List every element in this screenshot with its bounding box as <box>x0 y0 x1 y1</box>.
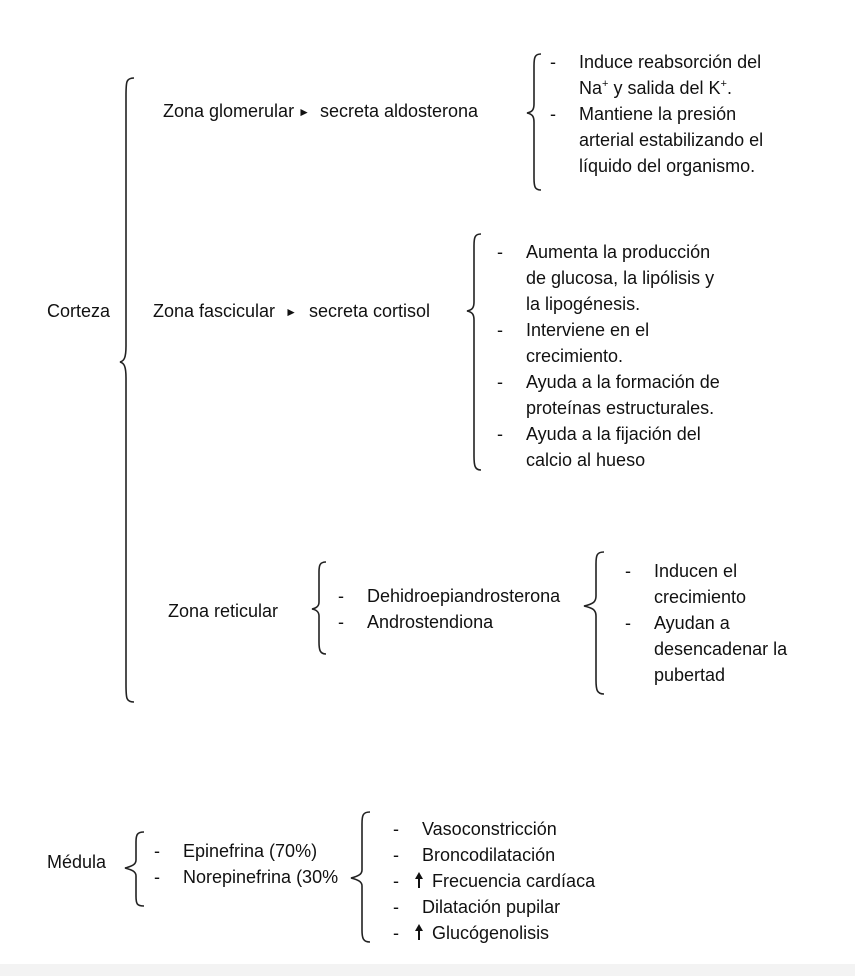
superscript-plus: + <box>720 78 727 90</box>
glomerular-effect-1-line-2: Na+ y salida del K+. <box>579 78 732 98</box>
right-triangle-icon: ► <box>298 105 310 119</box>
reticular-hormone-2: Androstendiona <box>367 612 494 632</box>
up-arrow-icon <box>414 868 424 894</box>
dash: - <box>550 52 556 72</box>
dash: - <box>625 613 631 633</box>
reticular-effect-1-line-2: crecimiento <box>654 587 747 607</box>
medula-effects-brace <box>350 811 371 943</box>
fascicular-secreta: secreta cortisol <box>308 301 430 321</box>
medula-effect-5: Glucógenolisis <box>432 923 550 943</box>
dash: - <box>625 561 631 581</box>
superscript-plus: + <box>602 78 609 90</box>
up-arrow-icon <box>414 920 424 946</box>
dash: - <box>497 372 503 392</box>
dash: - <box>338 612 344 632</box>
fascicular-row: Zona fascicular ► secreta cortisol <box>153 298 430 325</box>
dash: - <box>497 320 503 340</box>
medula-label: Médula <box>47 852 107 872</box>
fascicular-effect-4-line-1: Ayuda a la fijación del <box>526 424 701 444</box>
glomerular-effect-2-line-1: Mantiene la presión <box>579 104 737 124</box>
glomerular-effect-2-line-3: líquido del organismo. <box>579 156 756 176</box>
reticular-zone: Zona reticular <box>168 601 279 621</box>
dash: - <box>154 867 160 887</box>
corteza-brace <box>119 77 135 703</box>
dash: - <box>393 819 399 839</box>
glomerular-effect-2-line-2: arterial estabilizando el <box>579 130 764 150</box>
reticular-effect-2-line-3: pubertad <box>654 665 726 685</box>
glomerular-effect-1-line-1: Induce reabsorción del <box>579 52 762 72</box>
glomerular-secreta: secreta aldosterona <box>319 101 479 121</box>
glomerular-row: Zona glomerular► secreta aldosterona <box>163 98 478 125</box>
glomerular-effects-brace <box>526 53 542 191</box>
medula-effect-5-row: Glucógenolisis <box>414 920 549 946</box>
fascicular-effect-4-line-2: calcio al hueso <box>526 450 646 470</box>
medula-hormone-2: Norepinefrina (30% <box>183 867 339 887</box>
dash: - <box>393 871 399 891</box>
dash: - <box>497 242 503 262</box>
dash: - <box>393 845 399 865</box>
medula-hormones-brace <box>124 831 145 907</box>
reticular-hormone-1: Dehidroepiandrosterona <box>367 586 561 606</box>
medula-effect-2: Broncodilatación <box>422 845 556 865</box>
fascicular-effect-2-line-1: Interviene en el <box>526 320 650 340</box>
dash: - <box>154 841 160 861</box>
right-triangle-icon: ► <box>285 305 297 319</box>
fascicular-effect-2-line-2: crecimiento. <box>526 346 624 366</box>
fascicular-zone: Zona fascicular <box>153 301 276 321</box>
dash: - <box>497 424 503 444</box>
glomerular-zone: Zona glomerular <box>163 101 295 121</box>
medula-effect-1: Vasoconstricción <box>422 819 557 839</box>
dash: - <box>393 897 399 917</box>
fascicular-effects-brace <box>466 233 482 471</box>
fascicular-effect-1-line-1: Aumenta la producción <box>526 242 711 262</box>
reticular-effect-2-line-2: desencadenar la <box>654 639 788 659</box>
bottom-strip <box>0 964 855 976</box>
fascicular-effect-3-line-2: proteínas estructurales. <box>526 398 715 418</box>
dash: - <box>393 923 399 943</box>
reticular-effect-1-line-1: Inducen el <box>654 561 738 581</box>
medula-effect-3: Frecuencia cardíaca <box>432 871 596 891</box>
reticular-effect-2-line-1: Ayudan a <box>654 613 730 633</box>
reticular-hormones-brace <box>311 561 327 655</box>
fascicular-effect-1-line-2: de glucosa, la lipólisis y <box>526 268 715 288</box>
fascicular-effect-3-line-1: Ayuda a la formación de <box>526 372 720 392</box>
medula-hormone-1: Epinefrina (70%) <box>183 841 318 861</box>
medula-effect-4: Dilatación pupilar <box>422 897 561 917</box>
fascicular-effect-1-line-3: la lipogénesis. <box>526 294 641 314</box>
medula-effect-3-row: Frecuencia cardíaca <box>414 868 595 894</box>
reticular-effects-brace <box>583 551 605 695</box>
corteza-label: Corteza <box>47 301 111 321</box>
dash: - <box>550 104 556 124</box>
dash: - <box>338 586 344 606</box>
